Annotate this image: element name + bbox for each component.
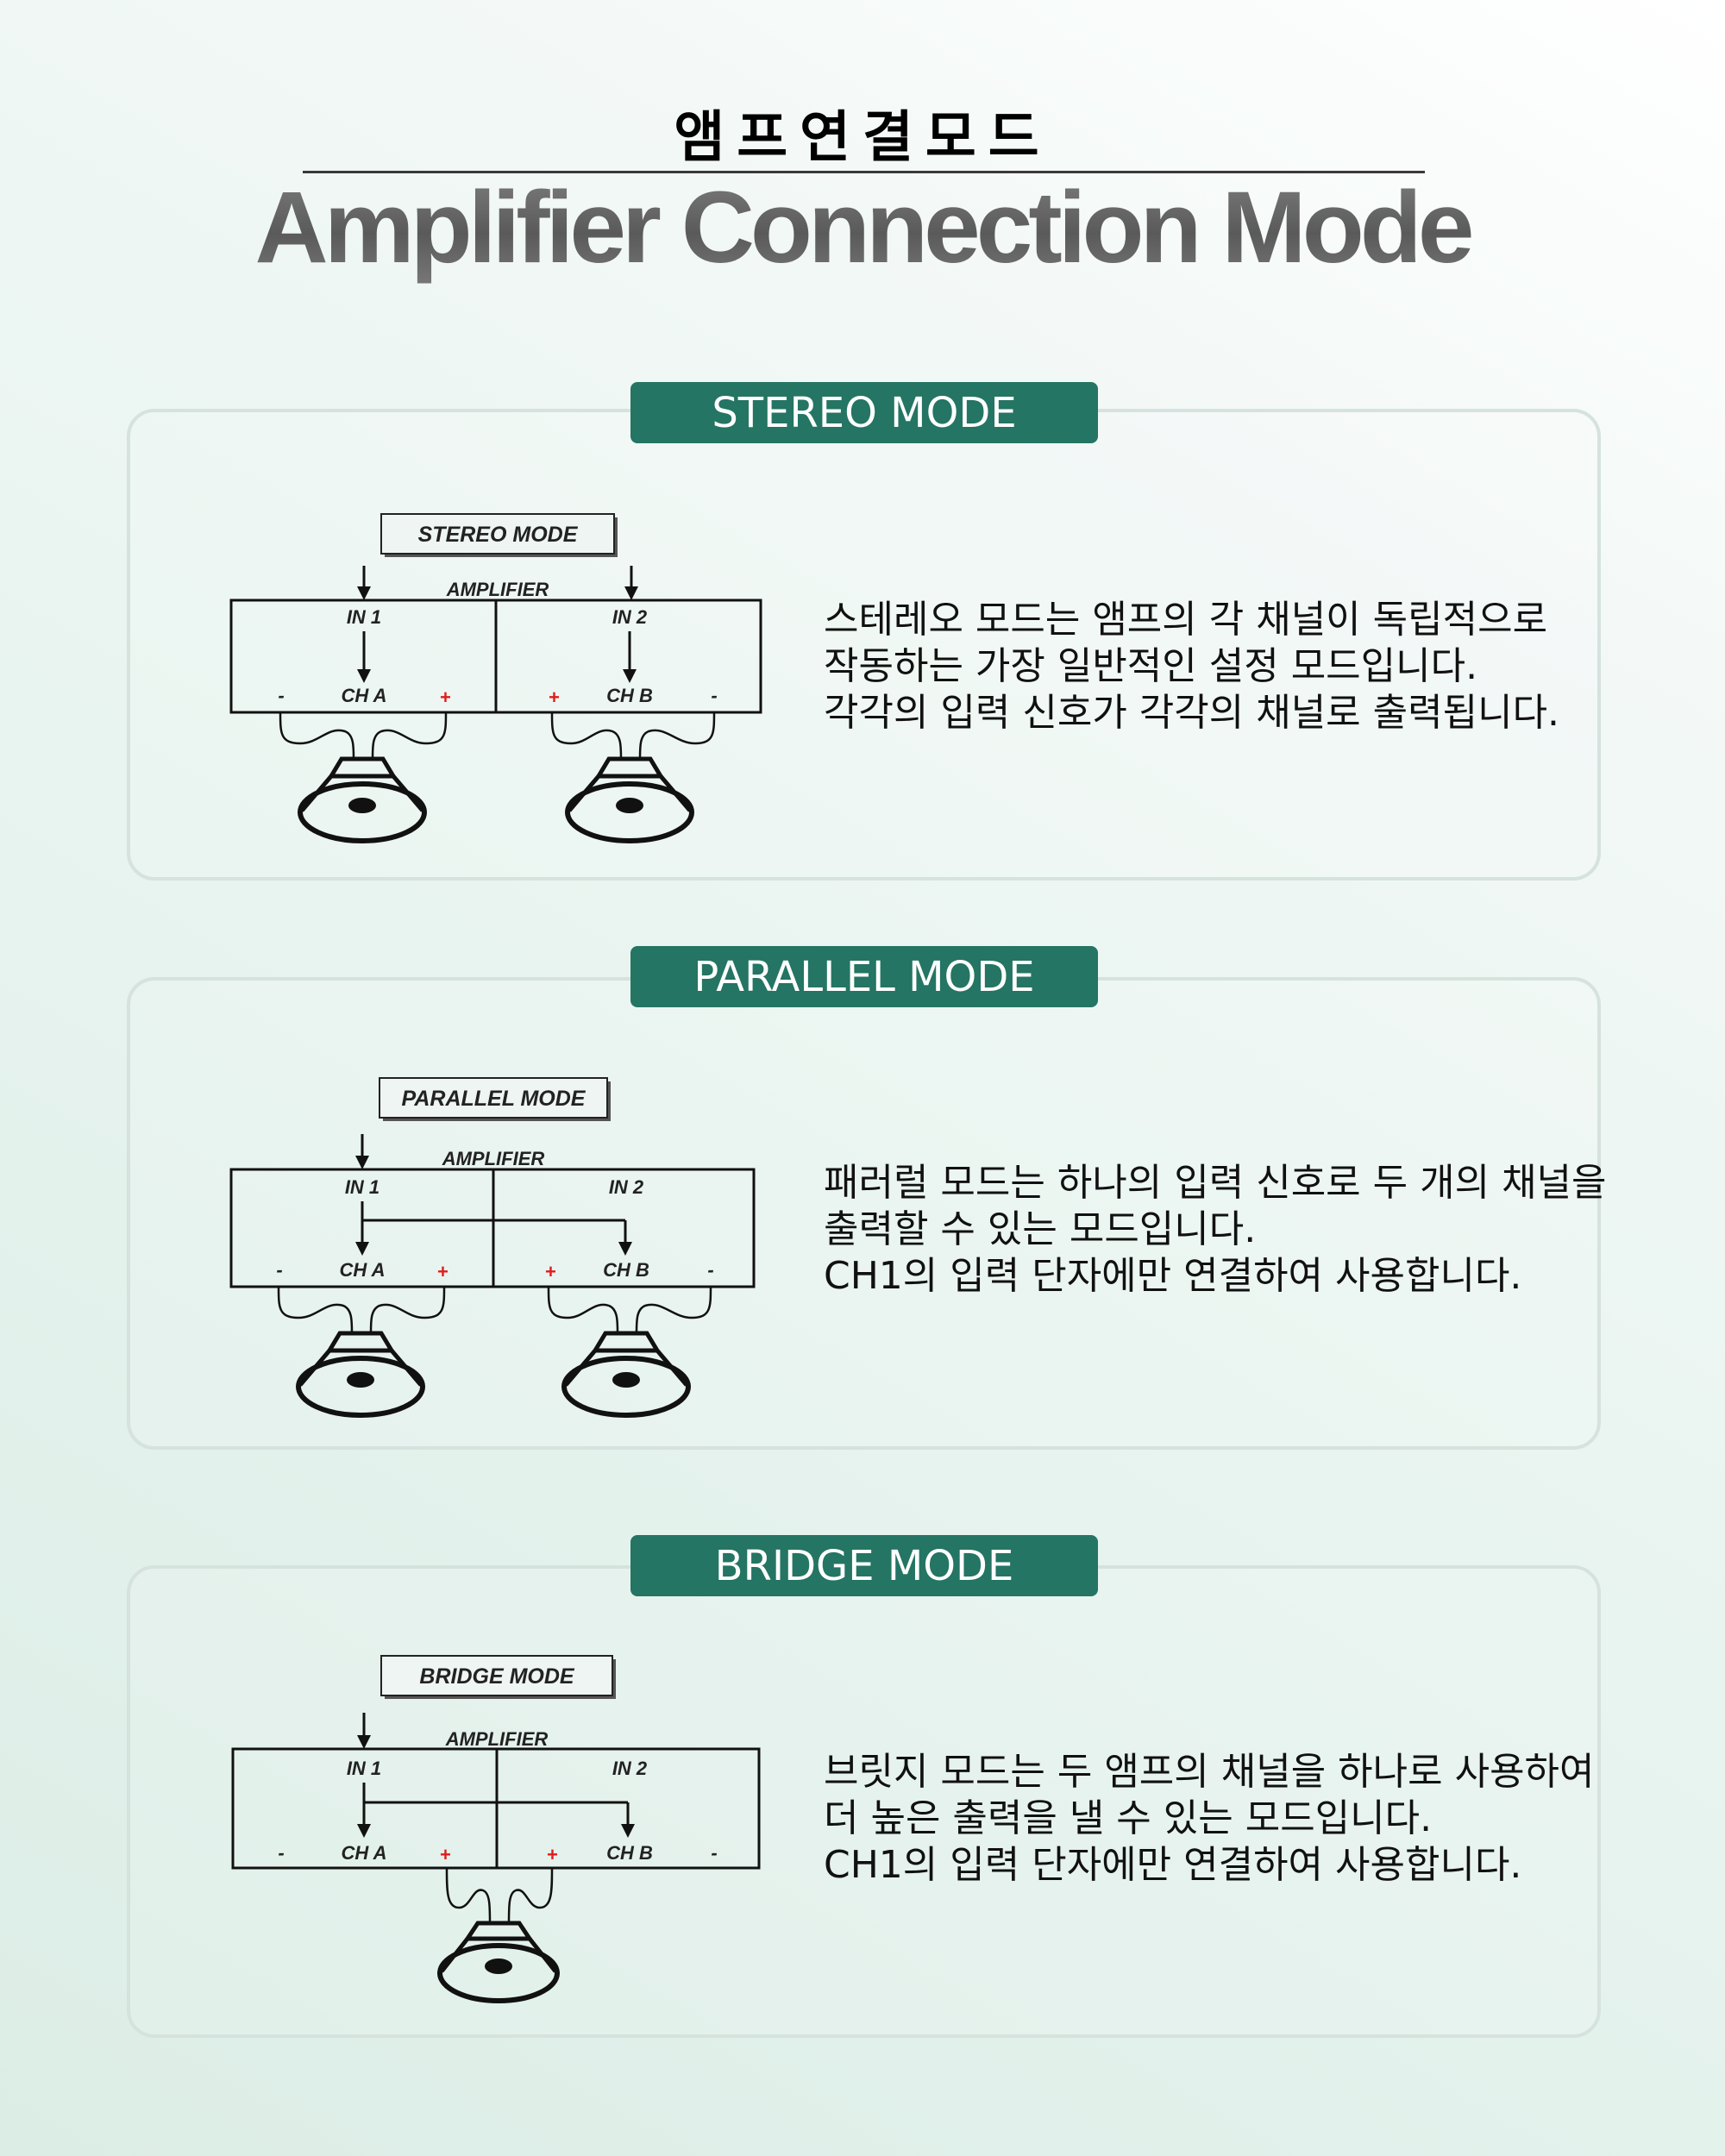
signal-split-line (355, 1201, 632, 1256)
description-line: CH1의 입력 단자에만 연결하여 사용합니다. (824, 1254, 1522, 1298)
amplifier-label: AMPLIFIER (445, 1728, 549, 1750)
cha-plus-terminal: + (440, 686, 451, 708)
bridge-mode-diagram: BRIDGE MODE AMPLIFIER IN 1 IN 2 CH A CH … (231, 1655, 761, 2003)
diagram-title-label: STEREO MODE (418, 523, 579, 547)
diagram-title-box: STEREO MODE (380, 513, 618, 557)
description-line: 패러럴 모드는 하나의 입력 신호로 두 개의 채널을 (824, 1161, 1607, 1205)
parallel-mode-card (127, 977, 1601, 1450)
chb-plus-terminal: + (545, 1261, 556, 1282)
chb-plus-terminal: + (549, 686, 560, 708)
description-line: 출력할 수 있는 모드입니다. (824, 1207, 1257, 1251)
description-line: 브릿지 모드는 두 앰프의 채널을 하나로 사용하여 (824, 1750, 1595, 1794)
chb-label: CH B (603, 1259, 649, 1281)
chb-minus-terminal: - (711, 1842, 717, 1864)
cha-label: CH A (342, 685, 387, 706)
chb-label: CH B (606, 1842, 653, 1864)
cha-plus-terminal: + (437, 1261, 448, 1282)
cha-label: CH A (342, 1842, 387, 1864)
cha-minus-terminal: - (276, 1259, 282, 1281)
description-line: 작동하는 가장 일반적인 설정 모드입니다. (824, 644, 1478, 688)
page-title-english: Amplifier Connection Mode (0, 169, 1725, 286)
title-divider (303, 171, 1425, 173)
parallel-mode-description: 패러럴 모드는 하나의 입력 신호로 두 개의 채널을 출력할 수 있는 모드입… (824, 1160, 1607, 1300)
signal-arrow-cha (357, 631, 371, 683)
in1-label: IN 1 (347, 606, 381, 628)
in2-label: IN 2 (612, 606, 648, 628)
stereo-mode-tab: STEREO MODE (630, 382, 1098, 443)
description-line: 각각의 입력 신호가 각각의 채널로 출력됩니다. (824, 691, 1560, 735)
input-arrow-in1 (357, 1713, 371, 1749)
stereo-mode-diagram: STEREO MODE AMPLIFIER IN 1 IN 2 CH A CH … (229, 513, 762, 843)
in1-label: IN 1 (345, 1176, 380, 1198)
speaker-icon (547, 1286, 712, 1418)
cha-minus-terminal: - (278, 1842, 284, 1864)
chb-minus-terminal: - (711, 685, 717, 706)
speaker-icon (279, 711, 448, 843)
description-line: CH1의 입력 단자에만 연결하여 사용합니다. (824, 1843, 1522, 1887)
amplifier-label: AMPLIFIER (446, 579, 549, 600)
bridge-mode-tab: BRIDGE MODE (630, 1535, 1098, 1596)
signal-split-line (357, 1783, 635, 1838)
parallel-mode-diagram: PARALLEL MODE AMPLIFIER IN 1 IN 2 CH A C… (229, 1077, 756, 1418)
chb-minus-terminal: - (707, 1259, 713, 1281)
diagram-title-box: BRIDGE MODE (380, 1655, 616, 1699)
in2-label: IN 2 (609, 1176, 644, 1198)
in1-label: IN 1 (347, 1758, 381, 1779)
stereo-mode-description: 스테레오 모드는 앰프의 각 채널이 독립적으로 작동하는 가장 일반적인 설정… (824, 597, 1600, 736)
speaker-icon (277, 1286, 446, 1418)
cha-minus-terminal: - (278, 685, 284, 706)
bridge-mode-description: 브릿지 모드는 두 앰프의 채널을 하나로 사용하여 더 높은 출력을 낼 수 … (824, 1749, 1600, 1889)
diagram-title-label: BRIDGE MODE (419, 1664, 575, 1689)
chb-label: CH B (606, 685, 653, 706)
input-arrow-in1 (355, 1134, 369, 1169)
chb-plus-terminal: + (547, 1844, 558, 1865)
input-arrow-in2 (624, 566, 638, 600)
cha-plus-terminal: + (440, 1844, 451, 1865)
diagram-title-label: PARALLEL MODE (402, 1087, 586, 1111)
page-title-korean: 앰프연결모드 (674, 106, 1051, 170)
description-line: 더 높은 출력을 낼 수 있는 모드입니다. (824, 1796, 1433, 1840)
parallel-mode-tab: PARALLEL MODE (630, 946, 1098, 1007)
amplifier-label: AMPLIFIER (442, 1148, 545, 1169)
cha-label: CH A (340, 1259, 386, 1281)
diagram-title-box: PARALLEL MODE (379, 1077, 611, 1121)
speaker-icon (437, 1867, 560, 2003)
signal-arrow-chb (623, 631, 637, 683)
description-line: 스테레오 모드는 앰프의 각 채널이 독립적으로 (824, 598, 1548, 642)
input-arrow-in1 (357, 566, 371, 600)
in2-label: IN 2 (612, 1758, 648, 1779)
speaker-icon (550, 711, 716, 843)
